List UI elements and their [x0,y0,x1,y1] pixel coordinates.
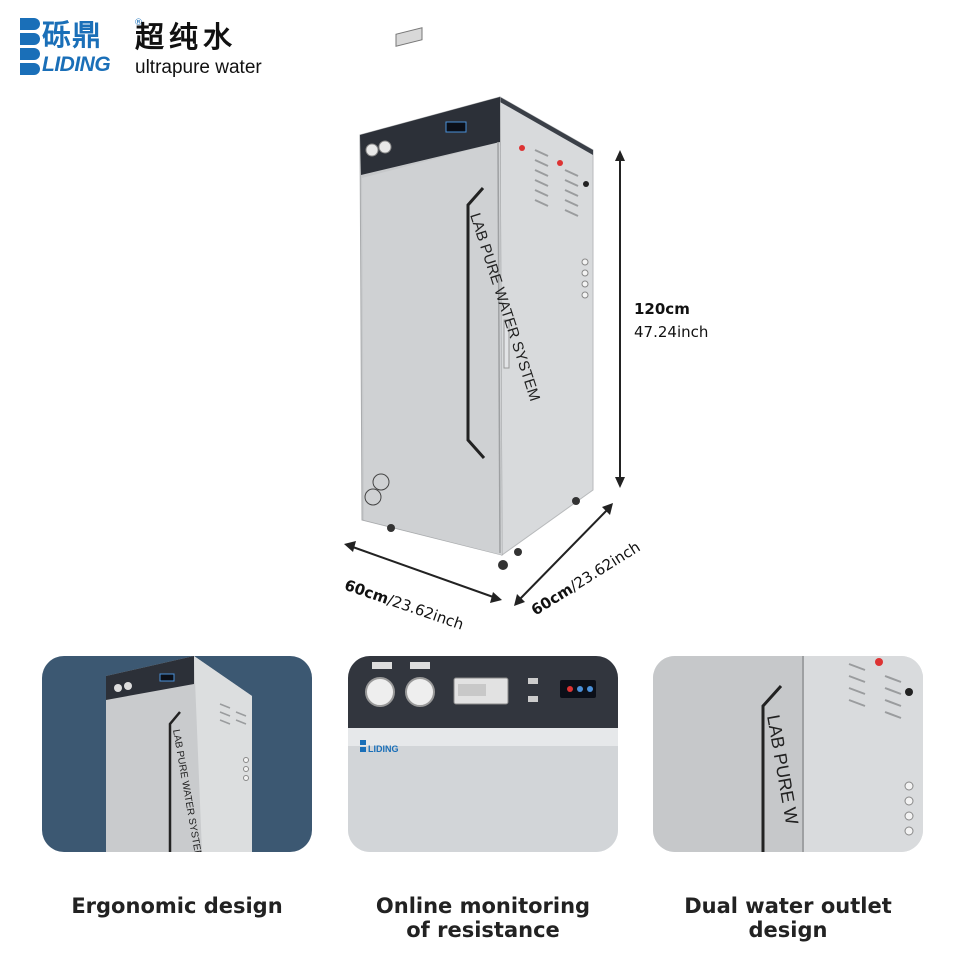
caption-line-1: Dual water outlet [684,894,892,918]
feature-image-ergonomic: LAB PURE WATER SYSTEM [42,656,312,852]
feature-caption-monitoring: Online monitoring of resistance [328,894,638,942]
caption-line-1: Online monitoring [375,894,591,918]
logo-mark-icon [20,18,40,76]
feature-image-dual-outlet: LAB PURE W [653,656,923,852]
height-cm-label: 120cm [634,300,690,318]
product-illustration: LAB PURE WATER SYSTEM [344,27,625,606]
tagline-english: ultrapure water [135,57,262,78]
caption-line-2: of resistance [406,918,560,942]
feature-monitoring: LIDING Online monitoring of resistance [348,656,618,942]
feature2-logo-text: LIDING [368,744,399,754]
caption-line-2: design [748,918,828,942]
feature-caption-ergonomic: Ergonomic design [71,894,283,918]
tagline-chinese: 超纯水 [135,20,238,54]
feature-image-monitoring: LIDING [348,656,618,852]
logo-chinese: 砾鼎 [42,18,103,52]
registered-mark: ® [134,18,143,28]
feature-dual-outlet: LAB PURE W Dual water outlet design [653,656,923,942]
logo-english: LIDING [42,53,111,76]
brand-logo: 砾鼎 ® LIDING 超纯水 ultrapure water [20,18,270,80]
feature-caption-dual-outlet: Dual water outlet design [633,894,943,942]
feature-ergonomic: LAB PURE WATER SYSTEM Ergonomic design [42,656,312,918]
height-inch-label: 47.24inch [634,323,709,341]
